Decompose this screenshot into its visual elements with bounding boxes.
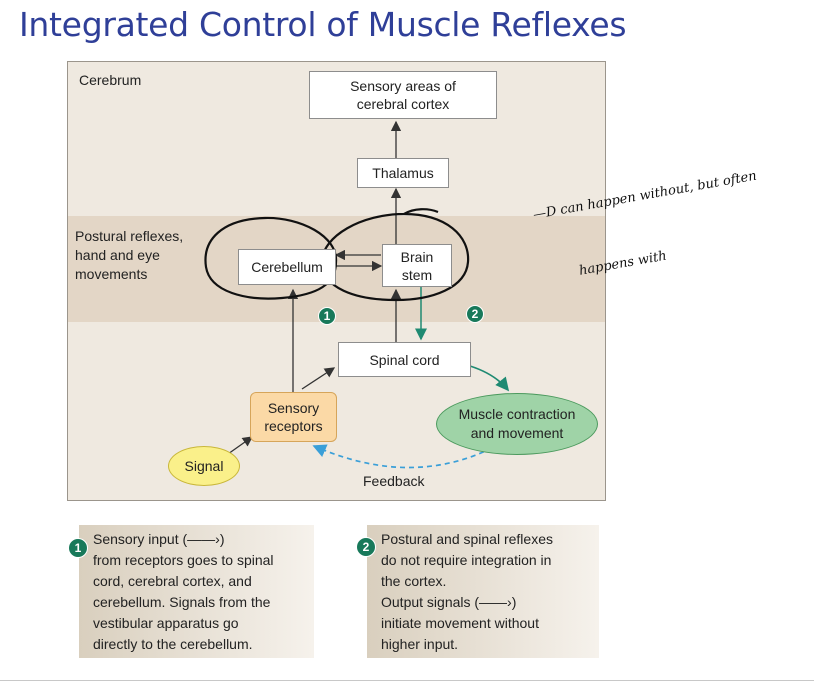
arrow-spinal-to-muscle xyxy=(469,365,510,392)
muscle-line: and movement xyxy=(470,425,564,441)
cerebrum-label: Cerebrum xyxy=(79,72,142,88)
note-1-line: cerebellum. Signals from the xyxy=(93,594,271,610)
note-1-line: vestibular apparatus go xyxy=(93,615,239,631)
arrow-feedback xyxy=(312,444,493,469)
sensory-receptors-line: Sensory xyxy=(267,400,320,416)
note-badge-2: 2 xyxy=(356,537,376,557)
postural-band xyxy=(68,216,605,322)
handdrawn-circle-cerebellum xyxy=(204,216,338,300)
note-1-line: Sensory input (——›) xyxy=(93,531,225,547)
step-badge-2: 2 xyxy=(466,305,484,323)
spinal-cord-box: Spinal cord xyxy=(338,342,471,377)
muscle-contraction-ellipse: Muscle contraction and movement xyxy=(436,393,598,455)
footer-divider xyxy=(0,680,814,681)
note-2-line: the cortex. xyxy=(381,573,447,589)
page-title: Integrated Control of Muscle Reflexes xyxy=(19,5,627,44)
note-1-line: cord, cerebral cortex, and xyxy=(93,573,252,589)
muscle-line: Muscle contraction xyxy=(458,406,576,422)
sensory-areas-box: Sensory areas of cerebral cortex xyxy=(309,71,497,119)
signal-ellipse: Signal xyxy=(168,446,240,486)
postural-label-line: hand and eye xyxy=(75,247,160,263)
thalamus-box: Thalamus xyxy=(357,158,449,188)
postural-label-line: Postural reflexes, xyxy=(75,228,184,244)
note-2-line: higher input. xyxy=(381,636,459,652)
note-badge-1: 1 xyxy=(68,538,88,558)
sensory-areas-line: Sensory areas of xyxy=(350,78,456,94)
note-2-line: do not require integration in xyxy=(381,552,552,568)
note-step-1: Sensory input (——›) from receptors goes … xyxy=(79,525,314,658)
cerebellum-box: Cerebellum xyxy=(238,249,336,285)
arrow-signal-to-receptors xyxy=(227,436,254,455)
note-1-line: from receptors goes to spinal xyxy=(93,552,274,568)
brainstem-line: stem xyxy=(401,266,433,283)
sensory-receptors-line: receptors xyxy=(264,418,323,434)
arrow-receptors-to-spinal xyxy=(301,367,336,390)
brainstem-box: Brain stem xyxy=(382,244,452,287)
note-2-line: Postural and spinal reflexes xyxy=(381,531,553,547)
note-2-line: Output signals (——›) xyxy=(381,594,517,610)
note-1-line: directly to the cerebellum. xyxy=(93,636,253,652)
brainstem-line: Brain xyxy=(400,248,434,265)
postural-label: Postural reflexes, hand and eye movement… xyxy=(75,227,183,284)
feedback-label: Feedback xyxy=(363,473,425,489)
note-step-2: Postural and spinal reflexes do not requ… xyxy=(367,525,599,658)
step-badge-1: 1 xyxy=(318,307,336,325)
sensory-areas-line: cerebral cortex xyxy=(356,96,450,112)
handdrawn-circle-brainstem xyxy=(320,208,470,302)
note-2-line: initiate movement without xyxy=(381,615,539,631)
postural-label-line: movements xyxy=(75,266,148,282)
sensory-receptors-box: Sensory receptors xyxy=(250,392,337,442)
